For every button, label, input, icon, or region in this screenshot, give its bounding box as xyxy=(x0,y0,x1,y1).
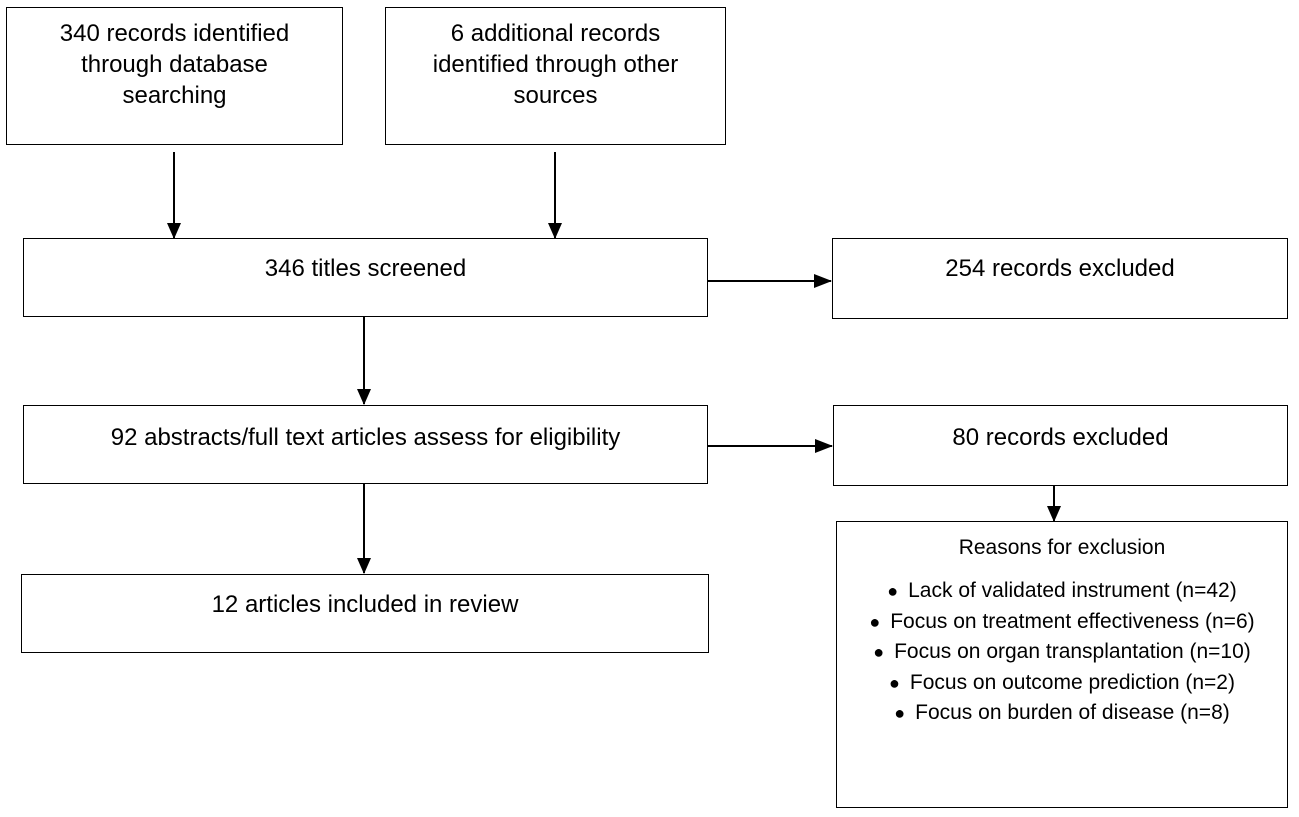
bullet-icon: ● xyxy=(894,703,906,723)
bullet-icon: ● xyxy=(873,642,885,662)
exclusion-reason-text: Focus on organ transplantation (n=10) xyxy=(894,640,1251,663)
database-records-box: 340 records identified through database … xyxy=(6,7,343,145)
bullet-icon: ● xyxy=(869,611,881,632)
eligibility-assessment-text: 92 abstracts/full text articles assess f… xyxy=(110,424,621,451)
articles-included-text: 12 articles included in review xyxy=(211,591,519,618)
exclusion-reason-item: ● Lack of validated instrument (n=42) xyxy=(847,576,1277,607)
exclusion-reason-text: Lack of validated instrument (n=42) xyxy=(908,579,1237,602)
eligibility-assessment-box: 92 abstracts/full text articles assess f… xyxy=(23,405,708,484)
articles-included-box: 12 articles included in review xyxy=(21,574,709,653)
other-sources-line-2: identified through other xyxy=(432,51,679,78)
records-excluded-screening-text: 254 records excluded xyxy=(945,255,1175,282)
records-excluded-eligibility-box: 80 records excluded xyxy=(833,405,1288,486)
other-sources-box: 6 additional records identified through … xyxy=(385,7,726,145)
titles-screened-text: 346 titles screened xyxy=(264,255,467,282)
bullet-icon: ● xyxy=(887,581,899,601)
records-excluded-eligibility-text: 80 records excluded xyxy=(952,424,1169,451)
exclusion-reason-item: ● Focus on outcome prediction (n=2) xyxy=(847,668,1277,699)
exclusion-reasons-box: Reasons for exclusion ● Lack of validated… xyxy=(836,521,1288,808)
other-sources-line-1: 6 additional records xyxy=(450,20,661,47)
database-records-line-3: searching xyxy=(122,82,227,109)
titles-screened-box: 346 titles screened xyxy=(23,238,708,317)
exclusion-reason-text: Focus on burden of disease (n=8) xyxy=(915,701,1230,724)
exclusion-reason-text: Focus on treatment effectiveness (n=6) xyxy=(890,609,1255,633)
exclusion-reasons-title: Reasons for exclusion xyxy=(958,536,1166,559)
database-records-line-2: through database xyxy=(81,51,268,78)
exclusion-reasons-list: ●Lack of validated instrument (n=42) ●Fo… xyxy=(837,576,1287,729)
database-records-line-1: 340 records identified xyxy=(59,20,290,47)
other-sources-line-3: sources xyxy=(513,82,598,109)
exclusion-reason-item: ● Focus on treatment effectiveness (n=6) xyxy=(847,607,1277,638)
exclusion-reason-item: ● Focus on burden of disease (n=8) xyxy=(847,698,1277,729)
bullet-icon: ● xyxy=(889,672,900,693)
exclusion-reason-text: Focus on outcome prediction (n=2) xyxy=(909,670,1235,694)
exclusion-reason-item: ● Focus on organ transplantation (n=10) xyxy=(847,637,1277,668)
records-excluded-screening-box: 254 records excluded xyxy=(832,238,1288,319)
